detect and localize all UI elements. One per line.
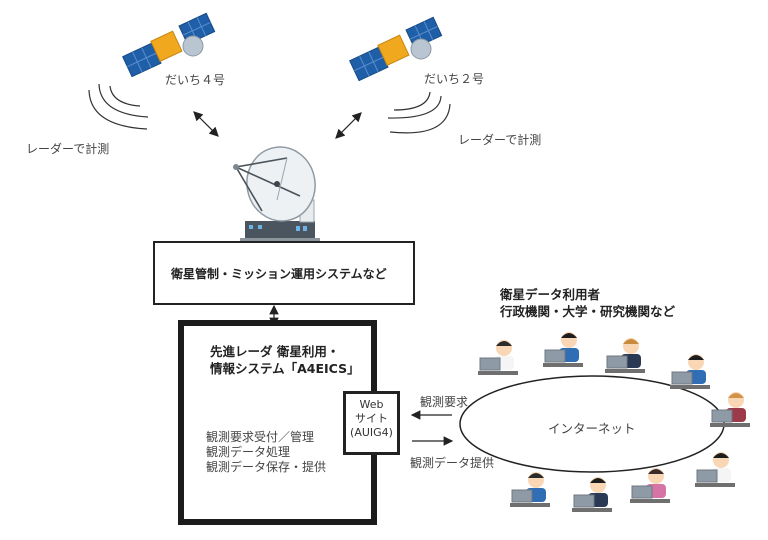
satellite-dish-icon [182,35,204,57]
user-at-laptop-icon [543,332,583,367]
satellite-daichi2-icon [349,16,443,82]
user-at-laptop-icon [710,392,750,427]
provide-label: 観測データ提供 [410,456,495,470]
link-arrow [193,111,219,137]
user-at-laptop-icon [630,468,670,503]
a4eics-title-line: 情報システム「A4EICS」 [210,361,360,376]
request-label: 観測要求 [420,395,469,409]
user-at-laptop-icon [605,338,645,373]
website-line: サイト [355,412,388,425]
radar-wave-icon [387,91,451,134]
function-item: 観測データ処理 [206,445,291,459]
website-line: Web [359,398,384,411]
users-title-line: 衛星データ利用者 [500,287,601,302]
radar-label-2: レーダーで計測 [458,133,542,147]
function-item: 観測データ保存・提供 [206,460,327,474]
user-at-laptop-icon [510,472,550,507]
a4eics-title: 先進レーダ 衛星利用・ 情報システム「A4EICS」 [210,343,360,377]
satellite-label-daichi4: だいち４号 [165,73,226,87]
internet-label: インターネット [548,421,636,436]
satellite-dish-icon [410,38,432,60]
parabolic-antenna-icon [233,146,320,242]
ground-control-box: 衛星管制・ミッション運用システムなど [153,241,415,305]
function-item: 観測要求受付／管理 [206,430,315,444]
website-line: (AUIG4) [350,426,393,439]
a4eics-title-line: 先進レーダ 衛星利用・ [210,344,340,359]
user-at-laptop-icon [478,340,518,375]
website-box: Web サイト (AUIG4) [343,391,400,455]
users-title: 衛星データ利用者 行政機関・大学・研究機関など [500,286,675,320]
satellite-label-daichi2: だいち２号 [424,72,485,86]
ground-control-label: 衛星管制・ミッション運用システムなど [171,267,387,281]
radar-wave-icon [88,83,149,130]
users-group [478,332,750,512]
users-title-line: 行政機関・大学・研究機関など [500,304,676,319]
link-arrow [335,112,362,139]
user-at-laptop-icon [670,354,710,389]
user-at-laptop-icon [572,477,612,512]
a4eics-functions: 観測要求受付／管理 観測データ処理 観測データ保存・提供 [206,430,326,475]
radar-label-1: レーダーで計測 [26,142,110,156]
user-at-laptop-icon [695,452,735,487]
satellite-daichi4-icon [122,12,216,78]
